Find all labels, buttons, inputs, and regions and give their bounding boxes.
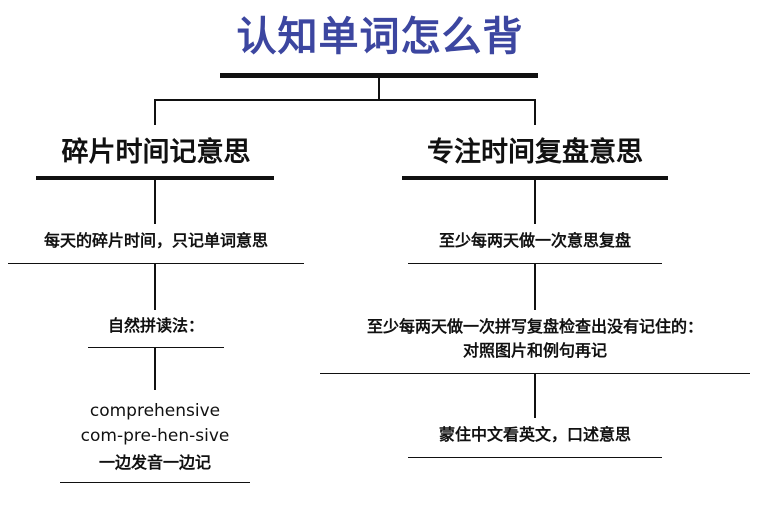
left-node-daily: 每天的碎片时间，只记单词意思 [43,231,268,250]
right-node-cover-chinese-underline [408,457,662,458]
right-node-meaning-review: 至少每两天做一次意思复盘 [438,231,631,250]
right-heading-underline [402,176,668,180]
right-node-spelling-underline [320,373,750,374]
left-node-phonics: 自然拼读法： [107,316,204,335]
right-node-spelling-review: 至少每两天做一次拼写复盘检查出没有记住的： [366,317,703,336]
right-connector-3 [534,374,536,418]
branch-crossbar [154,99,536,101]
example-underline [60,482,250,483]
left-connector-1 [154,180,156,224]
left-node-phonics-underline [88,347,224,348]
right-connector-1 [534,180,536,224]
right-branch-connector [534,99,536,125]
title-underline [220,73,538,78]
left-heading: 碎片时间记意思 [61,137,251,168]
right-node-picture-example: 对照图片和例句再记 [462,341,607,360]
example-syllables: com-pre-hen-sive [80,426,230,446]
example-word: comprehensive [89,401,221,421]
left-node-daily-underline [8,263,304,264]
diagram-title: 认知单词怎么背 [236,14,524,60]
right-node-cover-chinese: 蒙住中文看英文，口述意思 [438,425,631,444]
example-note: 一边发音一边记 [98,453,211,472]
left-branch-connector [154,99,156,125]
left-connector-3 [154,348,156,390]
right-connector-2 [534,264,536,310]
left-heading-underline [36,176,274,180]
trunk-connector [378,78,380,100]
left-connector-2 [154,264,156,310]
right-heading: 专注时间复盘意思 [427,137,643,168]
right-node-meaning-review-underline [408,263,662,264]
